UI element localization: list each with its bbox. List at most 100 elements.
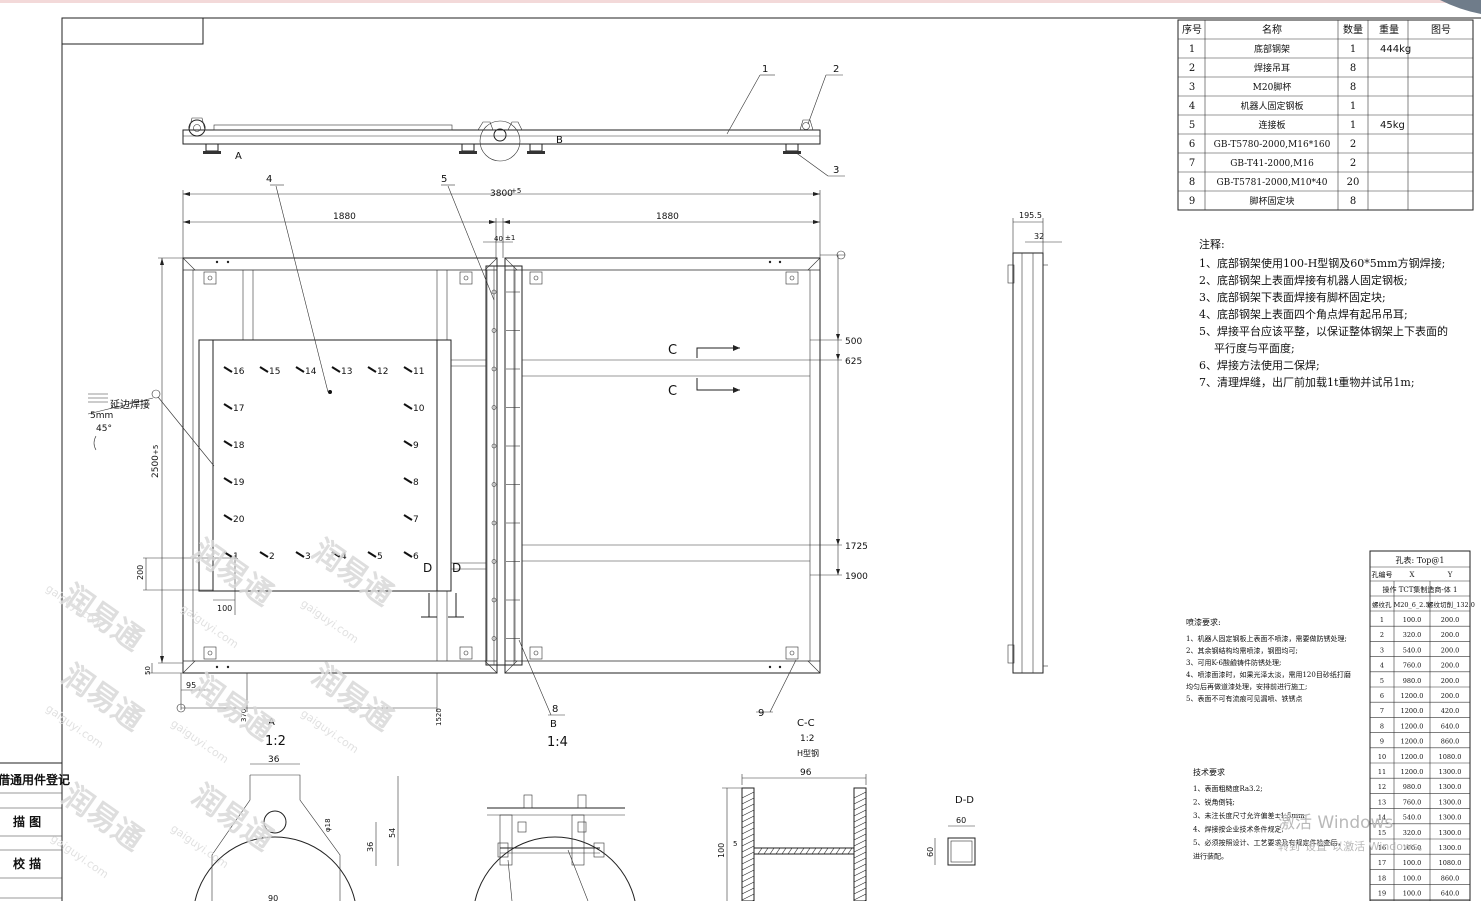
hole-cell: 1080.0: [1439, 859, 1462, 867]
notes-block: 注释:1、底部钢架使用100-H型钢及60*5mm方钢焊接;2、底部钢架上表面焊…: [1199, 237, 1448, 389]
bolt-hole: [491, 289, 497, 295]
hole-cell: 860.0: [1441, 874, 1460, 882]
parts-cell-no: 3: [1189, 82, 1195, 93]
hole-title: 孔表: Top@1: [1396, 555, 1445, 565]
hole-marker: [223, 403, 233, 410]
hole-cell: 1300.0: [1439, 844, 1462, 852]
parts-header-cell: 数量: [1343, 23, 1363, 36]
hole-marker: [223, 514, 233, 521]
hole-cell: 1300.0: [1439, 783, 1462, 791]
corner-button[interactable]: [1440, 0, 1481, 14]
strip-row1: 描 图: [13, 814, 41, 829]
dim-100: 100: [217, 604, 232, 613]
hole-marker: [403, 403, 413, 410]
parts-cell-qty: 8: [1350, 196, 1356, 207]
hole-cell: 10: [1378, 753, 1386, 761]
hole-label: 20: [233, 515, 245, 525]
tech-line: 2、锐角倒钝;: [1193, 798, 1235, 807]
top-elevation-view: A B 1 2 3: [182, 64, 845, 177]
hole-cell: 7: [1380, 707, 1384, 715]
dim-detail-phi18: φ18: [324, 818, 332, 832]
watermarks: 润易通 gaiguyi.com 润易通 gaiguyi.com 润易通 gaig…: [43, 533, 399, 881]
bolt-hole: [491, 636, 497, 641]
hole-cell: 13: [1378, 798, 1386, 806]
parts-cell-no: 2: [1189, 63, 1195, 74]
notes-line: 7、清理焊缝，出厂前加载1t重物并试吊1m;: [1199, 375, 1415, 389]
hole-marker: [295, 551, 305, 558]
dim-detail-36b: 36: [366, 842, 375, 852]
section-d-right: D: [452, 561, 461, 575]
paint-line: 5、表面不可有流痕可见漏喷、铁锈点: [1186, 694, 1302, 703]
parts-cell-name: 底部钢架: [1254, 43, 1290, 55]
hole-cell: 320.0: [1403, 631, 1422, 639]
hole-cell: 100.0: [1403, 859, 1422, 867]
hole-cell: 11: [1378, 768, 1386, 776]
hole-cell: 1300.0: [1439, 798, 1462, 806]
parts-cell-name: GB-T5780-2000,M16*160: [1214, 140, 1331, 150]
dim-1900: 1900: [845, 572, 868, 582]
corner-box: [61, 17, 204, 45]
section-c-lower: C: [668, 384, 677, 399]
section-cc: C-C 1:2 H型钢 96 100 5: [717, 718, 867, 901]
parts-cell-no: 9: [1189, 196, 1195, 207]
tech-line: 3、未注长度尺寸允许偏差±1.5mm;: [1193, 811, 1307, 820]
hole-marker: [403, 477, 413, 484]
hole-cell: 4: [1380, 662, 1384, 670]
hole-cell: 17: [1378, 859, 1386, 867]
paint-line: 4、喷漆面漆时，如果光泽太淡，需用120目砂纸打磨: [1186, 670, 1351, 679]
hole-label: 16: [233, 367, 245, 377]
parts-cell-no: 5: [1189, 120, 1195, 131]
detail-b-scale: 1:4: [547, 735, 568, 750]
watermark-domain: gaiguyi.com: [168, 717, 231, 766]
windows-activation-title: 激活 Windows: [1278, 813, 1393, 833]
bolt-hole: [491, 328, 497, 333]
balloon-5: 5: [441, 174, 447, 185]
hole-marker: [259, 366, 269, 373]
parts-cell-name: 焊接吊耳: [1254, 62, 1290, 74]
hole-label: 12: [377, 367, 388, 377]
parts-cell-qty: 2: [1350, 139, 1356, 150]
parts-cell-name: GB-T5781-2000,M10*40: [1216, 178, 1327, 188]
parts-header-cell: 序号: [1182, 23, 1202, 36]
hole-cell: 1080.0: [1439, 753, 1462, 761]
hole-label: 19: [233, 478, 245, 488]
dim-side-32: 32: [1034, 232, 1044, 241]
parts-cell-weight: 444kg: [1380, 44, 1411, 55]
parts-cell-qty: 8: [1350, 63, 1356, 74]
dim-half-right: 1880: [656, 212, 679, 222]
hole-label: 6: [413, 552, 419, 562]
parts-cell-weight: 45kg: [1380, 120, 1405, 131]
tech-line: 4、焊接按企业技术条件规定;: [1193, 825, 1284, 834]
notes-line: 4、底部钢架上表面四个角点焊有起吊吊耳;: [1199, 307, 1408, 321]
hole-cell: 100.0: [1403, 890, 1422, 898]
detail-b: B 1:4: [474, 719, 636, 901]
section-d-left: D: [423, 561, 432, 575]
hole-cell: 540.0: [1403, 646, 1422, 654]
detail-a-scale: 1:2: [265, 734, 286, 749]
hole-marker: [295, 366, 305, 373]
hole-cell: 320.0: [1403, 829, 1422, 837]
parts-cell-qty: 20: [1347, 177, 1360, 188]
weld-angle: 45°: [96, 424, 112, 434]
hole-cell: 9: [1380, 738, 1384, 746]
section-dd: D-D 60 60: [926, 795, 976, 866]
balloon-8: 8: [552, 704, 558, 715]
paint-line: 均匀后再做道漆处理，安排前进行施工;: [1186, 682, 1307, 691]
parts-cell-no: 4: [1189, 101, 1195, 112]
hole-cell: 12: [1378, 783, 1386, 791]
hole-cell: 540.0: [1403, 814, 1422, 822]
hole-cell: 16: [1378, 844, 1386, 852]
hole-label: 10: [413, 404, 425, 414]
dim-1520: 1520: [435, 708, 443, 726]
hole-label: 8: [413, 478, 419, 488]
parts-cell-no: 1: [1189, 44, 1195, 55]
paint-line: 2、其余钢结构均需喷漆，钢图均可;: [1186, 646, 1298, 655]
hole-spec: 螺纹切削_132.0: [1427, 600, 1475, 609]
top-highlight-bar: [0, 0, 1481, 3]
hole-subheader: 操作 TCT集制造商-体 1: [1383, 585, 1458, 594]
notes-line: 2、底部钢架上表面焊接有机器人固定钢板;: [1199, 273, 1408, 287]
hole-cell: 18: [1378, 874, 1386, 882]
hole-cell: 640.0: [1441, 890, 1460, 898]
hole-label: 17: [233, 404, 244, 414]
dim-detail-36: 36: [268, 755, 280, 765]
